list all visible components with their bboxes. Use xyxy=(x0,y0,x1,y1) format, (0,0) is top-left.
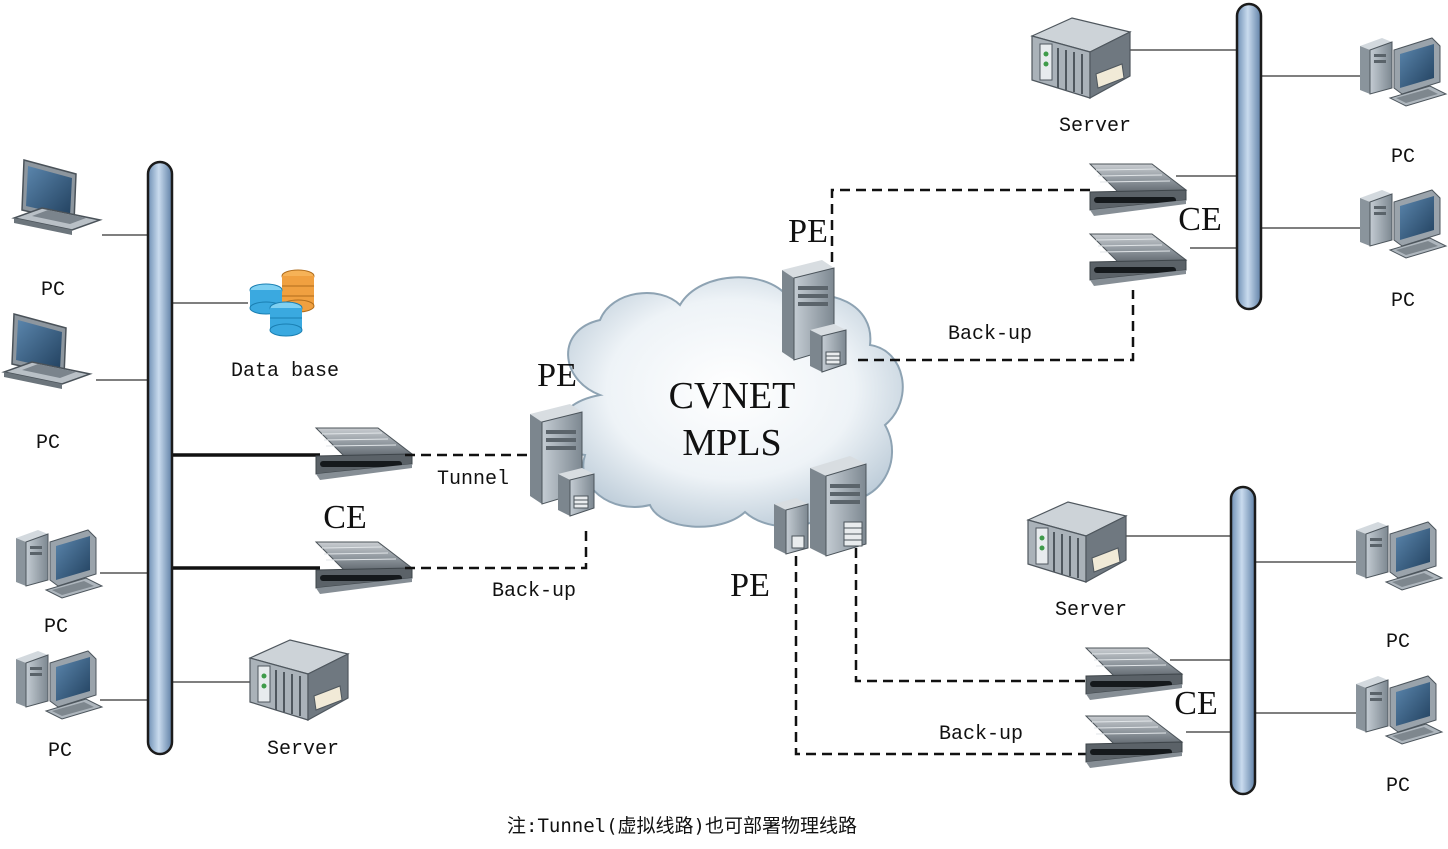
cloud-label-line1: CVNET xyxy=(669,375,796,417)
desktop-pc-icon xyxy=(1355,521,1443,591)
server-icon xyxy=(249,639,349,721)
network-bus-top-right xyxy=(1235,2,1263,311)
pc-label: PC xyxy=(36,432,60,455)
router-icon xyxy=(1089,163,1187,217)
router-icon xyxy=(1089,233,1187,287)
laptop-icon xyxy=(13,159,101,236)
ce-label: CE xyxy=(1178,201,1221,238)
server-label: Server xyxy=(1055,599,1127,622)
network-bus-left xyxy=(146,160,174,756)
desktop-pc-icon xyxy=(1359,37,1447,107)
ce-label: CE xyxy=(323,499,366,536)
pe-label: PE xyxy=(788,213,828,250)
pc-label: PC xyxy=(44,616,68,639)
pc-label: PC xyxy=(1386,775,1410,798)
router-icon xyxy=(315,427,413,481)
server-label: Server xyxy=(1059,115,1131,138)
pe-label: PE xyxy=(730,567,770,604)
top-right-site: Server PC PC CE xyxy=(1031,2,1447,313)
desktop-pc-icon xyxy=(15,650,103,720)
backup-label: Back-up xyxy=(939,723,1023,746)
left-site: PC PC PC PC Data base Server CE xyxy=(3,159,413,763)
server-icon xyxy=(1027,501,1127,583)
pe-label: PE xyxy=(537,357,577,394)
tunnel-label: Tunnel xyxy=(437,468,509,491)
left-pe-links: PE Tunnel Back-up xyxy=(405,357,595,603)
cloud-label-line2: MPLS xyxy=(682,422,781,464)
backup-label: Back-up xyxy=(948,323,1032,346)
pc-label: PC xyxy=(41,279,65,302)
bottom-right-site: Server PC PC CE xyxy=(1027,485,1443,798)
pc-label: PC xyxy=(1386,631,1410,654)
pc-label: PC xyxy=(48,740,72,763)
pc-label: PC xyxy=(1391,290,1415,313)
network-bus-bottom-right xyxy=(1229,485,1257,796)
desktop-pc-icon xyxy=(1355,675,1443,745)
server-label: Server xyxy=(267,738,339,761)
desktop-pc-icon xyxy=(15,529,103,599)
top-right-pe-links: PE Back-up xyxy=(781,188,1135,373)
database-icon xyxy=(249,269,315,337)
router-icon xyxy=(1085,715,1183,769)
router-icon xyxy=(315,541,413,595)
router-icon xyxy=(1085,647,1183,701)
pc-label: PC xyxy=(1391,146,1415,169)
laptop-icon xyxy=(3,313,91,390)
backup-label: Back-up xyxy=(492,580,576,603)
database-label: Data base xyxy=(231,360,339,383)
bottom-right-pe-links: PE Back-up xyxy=(730,455,1090,756)
server-icon xyxy=(1031,17,1131,99)
desktop-pc-icon xyxy=(1359,189,1447,259)
ce-label: CE xyxy=(1174,685,1217,722)
footnote: 注:Tunnel(虚拟线路)也可部署物理线路 xyxy=(507,815,857,837)
